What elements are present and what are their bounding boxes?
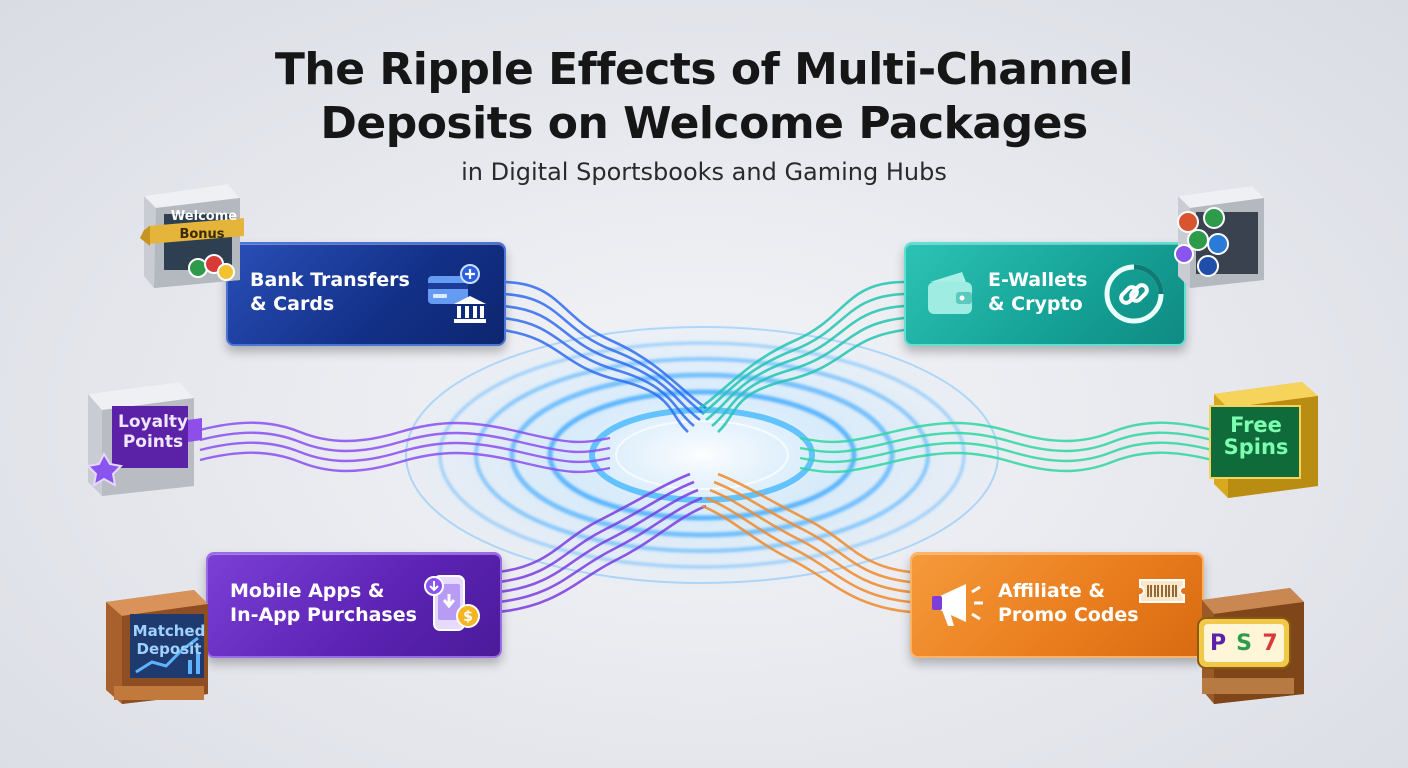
free-spins-cube (1209, 382, 1318, 498)
mobile-waves (497, 472, 707, 614)
title-line-2: Deposits on Welcome Packages (320, 98, 1088, 149)
crypto-link-icon (1104, 264, 1164, 324)
loyalty-points-line1: Loyalty (118, 412, 189, 432)
bank-waves (501, 280, 707, 433)
mobile-label: Mobile Apps & In-App Purchases (230, 579, 417, 627)
subtitle: in Digital Sportsbooks and Gaming Hubs (461, 158, 947, 186)
free-spins-line1: Free (1230, 413, 1282, 437)
spins-waves (799, 421, 1213, 474)
welcome-bonus-box: Welcome Bonus (136, 180, 252, 292)
matched-deposit-line2: Deposit (136, 640, 202, 658)
affiliate-label-line2: Promo Codes (998, 604, 1139, 626)
affiliate-label-line1: Affiliate & (998, 580, 1105, 602)
phone-payment-icon: $ (424, 575, 480, 631)
wallet-icon (928, 272, 972, 314)
ewallet-waves (699, 280, 905, 433)
matched-deposit-cube (106, 590, 208, 704)
bank-card-icon (428, 264, 486, 323)
poker-chips-cube (1174, 186, 1264, 288)
matched-deposit-box: Matched Deposit (100, 582, 220, 708)
chips-box (1168, 182, 1270, 292)
slot-machine-cube (1197, 588, 1304, 704)
loyalty-waves (199, 421, 611, 474)
ewallet-label-line2: & Crypto (988, 293, 1083, 315)
slot-reel-3: 7 (1262, 631, 1278, 656)
welcome-bonus-cube (140, 184, 244, 288)
slot-reel-1: P (1209, 631, 1227, 656)
matched-deposit-line1: Matched (132, 622, 206, 640)
free-spins-line2: Spins (1223, 435, 1289, 459)
welcome-bonus-line1: Welcome (170, 209, 238, 224)
coupon-ticket-icon (1139, 579, 1185, 603)
affiliate-waves (701, 472, 911, 614)
affiliate-label: Affiliate & Promo Codes (998, 579, 1139, 627)
bank-label: Bank Transfers & Cards (250, 268, 410, 316)
loyalty-points-box: Loyalty Points (84, 376, 206, 500)
loyalty-points-line2: Points (122, 432, 184, 452)
e-wallets-card: E-Wallets & Crypto (904, 242, 1186, 346)
mobile-label-line2: In-App Purchases (230, 604, 417, 626)
bank-label-line2: & Cards (250, 293, 335, 315)
ewallet-label: E-Wallets & Crypto (988, 268, 1087, 316)
mobile-apps-card: Mobile Apps & In-App Purchases $ (206, 552, 502, 658)
bank-transfers-card: Bank Transfers & Cards (226, 242, 506, 346)
ewallet-label-line1: E-Wallets (988, 269, 1088, 291)
free-spins-box: Free Spins (1202, 376, 1324, 504)
welcome-bonus-line2: Bonus (179, 227, 225, 242)
affiliate-promo-card: Affiliate & Promo Codes (910, 552, 1204, 658)
title-line-1: The Ripple Effects of Multi-Channel (274, 44, 1134, 95)
mobile-label-line1: Mobile Apps & (230, 580, 385, 602)
svg-text:$: $ (463, 609, 473, 625)
bank-label-line1: Bank Transfers (250, 269, 410, 291)
megaphone-icon (932, 584, 983, 626)
slot-machine-box: P S 7 (1190, 582, 1310, 708)
slot-reel-2: S (1236, 631, 1252, 656)
loyalty-points-cube (85, 382, 202, 496)
